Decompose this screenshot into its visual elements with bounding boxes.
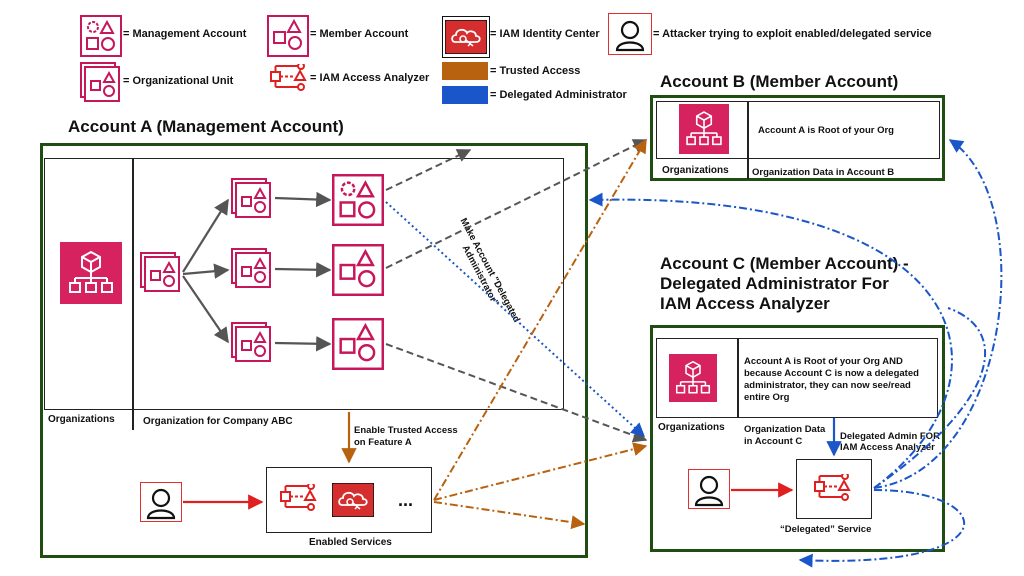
member-account-icon-b <box>332 244 384 296</box>
member-account-legend-icon <box>267 15 309 57</box>
organizations-icon-b <box>679 104 729 154</box>
management-account-legend-icon <box>80 15 122 57</box>
attacker-icon-c <box>694 475 724 507</box>
delegated-admin-line1: Delegated Admin FOR <box>840 431 940 442</box>
account-c-divider <box>737 338 739 418</box>
organizations-icon-c <box>669 354 717 402</box>
legend-management-account: = Management Account <box>123 28 247 40</box>
account-b-title: Account B (Member Account) <box>660 72 899 91</box>
account-b-box <box>650 95 945 181</box>
ou-icon-2 <box>231 248 271 288</box>
organizational-unit-legend-icon <box>80 62 120 102</box>
iam-identity-center-service-icon <box>332 483 374 517</box>
account-c-title-line2: Delegated Administrator For <box>660 274 889 293</box>
account-b-root-text: Account A is Root of your Org <box>758 125 894 136</box>
account-b-inner <box>656 101 940 159</box>
attacker-frame-a <box>140 482 182 522</box>
attacker-legend-frame <box>608 13 652 55</box>
organizations-icon-a <box>60 242 122 304</box>
organizations-label-a: Organizations <box>48 414 115 425</box>
ou-icon-3 <box>231 322 271 362</box>
enabled-services-label: Enabled Services <box>309 537 392 548</box>
account-c-title: Account C (Member Account) - Delegated A… <box>660 254 909 314</box>
account-a-title: Account A (Management Account) <box>68 117 344 136</box>
account-b-divider <box>747 101 749 179</box>
account-a-org-divider <box>132 158 134 430</box>
org-company-label: Organization for Company ABC <box>143 416 293 427</box>
attacker-icon-a <box>146 488 176 520</box>
legend-member-account: = Member Account <box>310 28 409 40</box>
org-data-line2: in Account C <box>744 436 803 447</box>
attacker-frame-c <box>688 469 730 509</box>
legend-iam-access-analyzer: = IAM Access Analyzer <box>310 72 430 84</box>
iam-identity-center-icon <box>445 20 487 54</box>
iam-identity-center-legend-frame <box>442 16 490 58</box>
account-c-org-data-label: Organization Data in Account C <box>744 424 825 448</box>
account-c-title-line3: IAM Access Analyzer <box>660 294 830 313</box>
account-c-title-line1: Account C (Member Account) - <box>660 254 909 273</box>
delegated-administrator-swatch <box>442 86 488 104</box>
iam-access-analyzer-icon-a <box>280 484 316 511</box>
attacker-person-icon <box>615 20 645 52</box>
delegated-service-label: “Delegated” Service <box>780 524 872 535</box>
management-account-icon <box>332 174 384 226</box>
iam-access-analyzer-legend-icon <box>270 64 306 91</box>
account-c-root-text: Account A is Root of your Org AND becaus… <box>744 356 919 403</box>
member-account-icon-c <box>332 318 384 370</box>
legend-iam-identity-center: = IAM Identity Center <box>490 28 600 40</box>
legend-attacker: = Attacker trying to exploit enabled/del… <box>653 28 932 40</box>
legend-trusted-access: = Trusted Access <box>490 65 581 77</box>
legend-organizational-unit: = Organizational Unit <box>123 75 234 87</box>
enabled-services-box <box>266 467 432 533</box>
delegated-admin-line2: IAM Access Analyzer <box>840 442 935 453</box>
enable-trusted-access-label: Enable Trusted Access on Feature A <box>354 425 458 448</box>
root-ou-icon <box>140 252 180 292</box>
organizations-label-b: Organizations <box>662 165 729 176</box>
legend-delegated-administrator: = Delegated Administrator <box>490 89 627 101</box>
organizations-label-c: Organizations <box>658 422 725 433</box>
account-b-org-data-label: Organization Data in Account B <box>752 167 895 178</box>
iam-access-analyzer-icon-c <box>814 474 850 501</box>
trusted-access-swatch <box>442 62 488 80</box>
more-services-ellipsis: ... <box>398 490 414 510</box>
delegated-admin-label: Delegated Admin FOR IAM Access Analyzer <box>840 431 940 453</box>
ou-icon-1 <box>231 178 271 218</box>
org-data-line1: Organization Data <box>744 424 826 435</box>
